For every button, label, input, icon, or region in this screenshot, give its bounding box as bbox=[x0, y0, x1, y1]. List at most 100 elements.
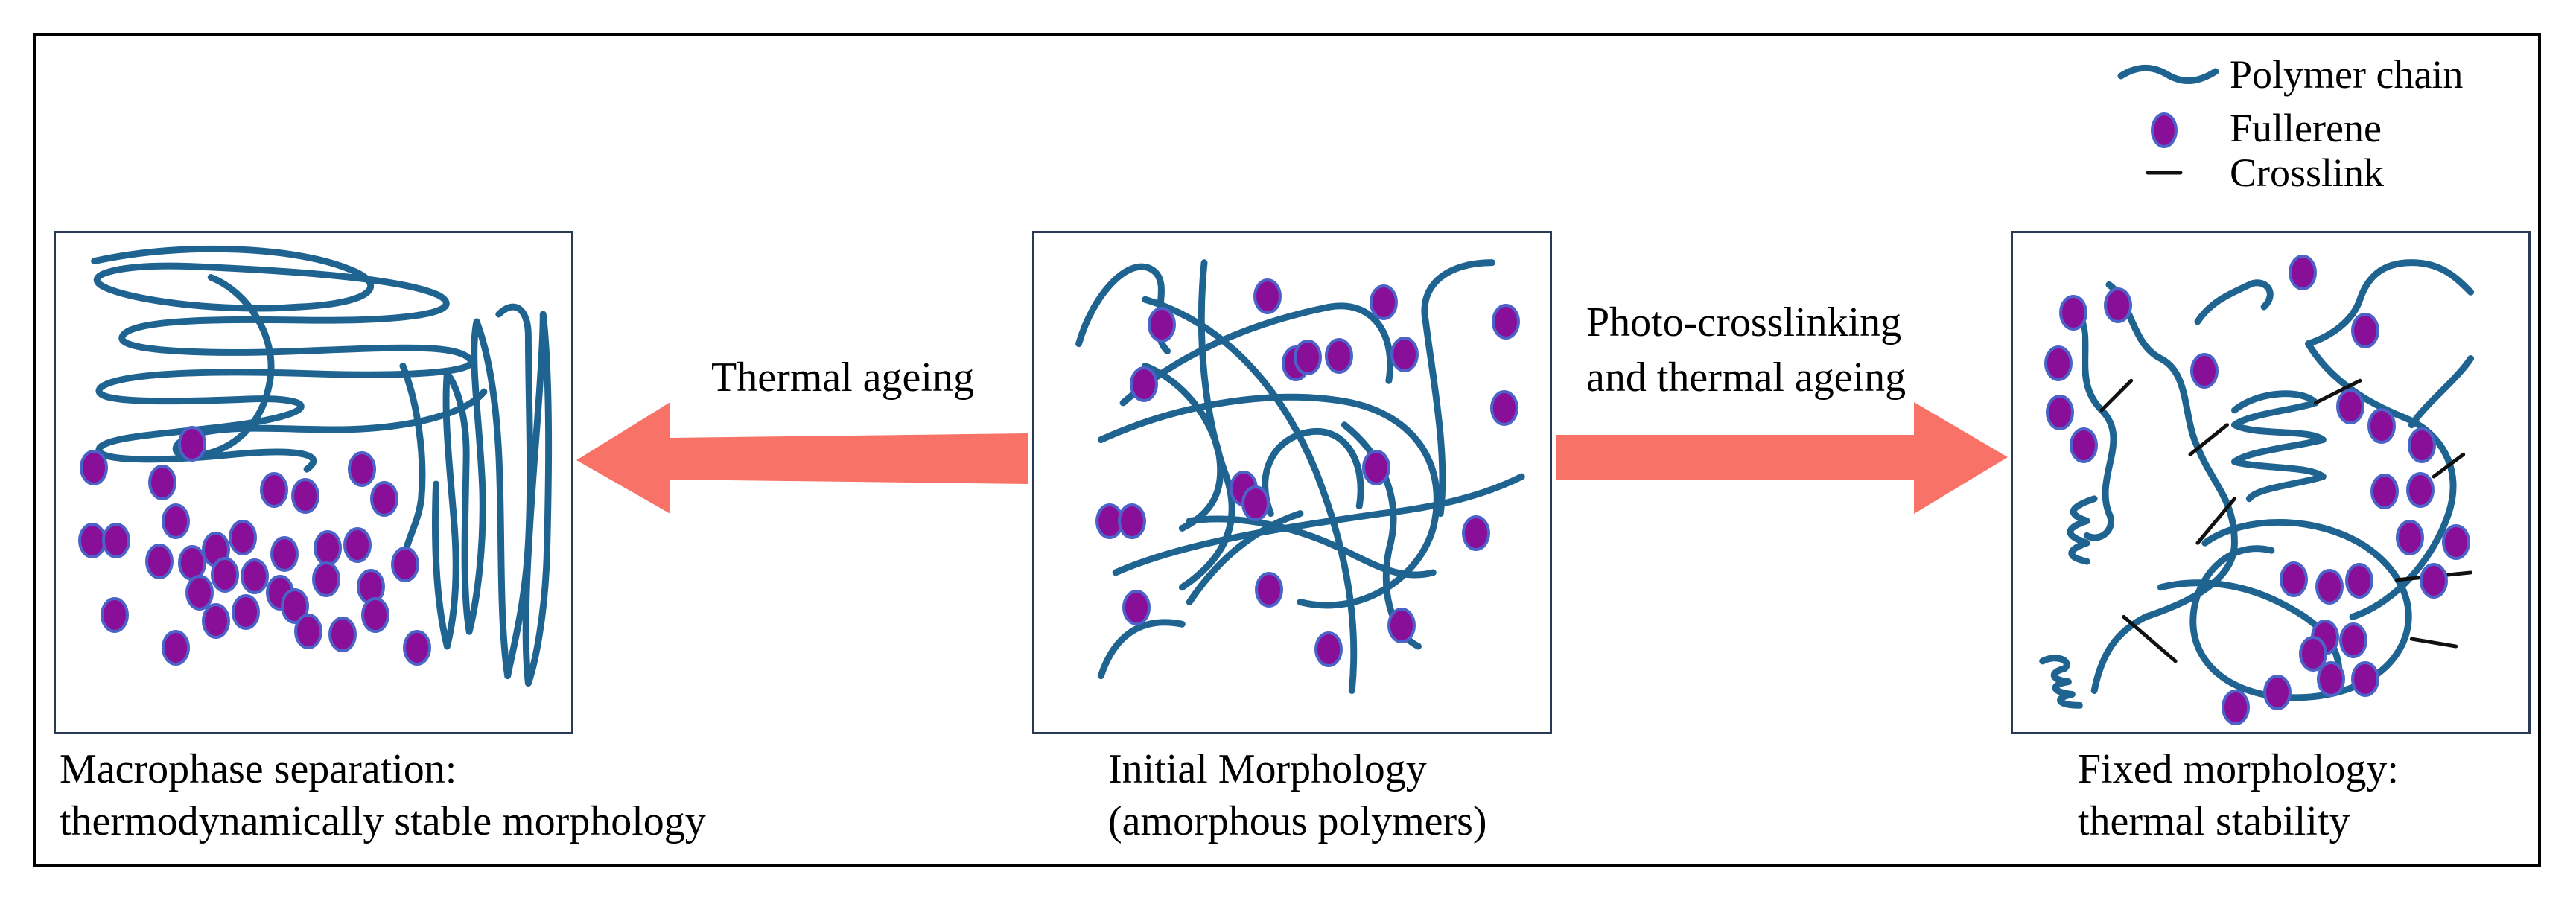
fullerene-dot bbox=[391, 547, 419, 582]
fullerene-dot bbox=[148, 465, 176, 500]
fullerene-dot bbox=[1122, 590, 1151, 625]
fullerene-dot bbox=[1462, 515, 1490, 551]
fullerene-dot bbox=[260, 472, 288, 508]
polymer-chain bbox=[172, 274, 488, 459]
fullerene-dot bbox=[2299, 636, 2327, 672]
polymer-chain bbox=[1262, 427, 1364, 518]
left-caption-line1: Macrophase separation: bbox=[60, 746, 457, 792]
crosslink bbox=[2188, 423, 2230, 456]
macrophase-morphology-drawing bbox=[91, 245, 553, 687]
fullerene-dot bbox=[2408, 427, 2436, 463]
fullerene-dot bbox=[2104, 287, 2132, 323]
polymer-chain bbox=[1119, 302, 1394, 407]
fullerene-dot bbox=[2222, 690, 2250, 725]
polymer-chain bbox=[2076, 311, 2117, 541]
right-caption-line2: thermal stability bbox=[2078, 798, 2350, 844]
fullerene-dot bbox=[2263, 675, 2292, 710]
polymer-chain bbox=[1186, 515, 1437, 579]
fullerene-dot bbox=[2289, 255, 2317, 290]
left-caption-line2: thermodynamically stable morphology bbox=[60, 798, 706, 844]
fullerene-dot bbox=[2396, 520, 2424, 555]
fullerene-dot bbox=[185, 575, 214, 611]
fullerene-dot bbox=[211, 557, 239, 593]
fullerene-dot bbox=[1148, 307, 1176, 343]
fullerene-dot bbox=[2046, 395, 2074, 430]
fullerene-dot bbox=[1490, 390, 1518, 426]
polymer-chain bbox=[399, 362, 426, 576]
left-arrow bbox=[576, 402, 1028, 514]
fullerene-dot bbox=[145, 544, 174, 579]
fullerene-dot bbox=[2190, 353, 2219, 389]
polymer-chain bbox=[2067, 495, 2098, 565]
crosslink bbox=[2195, 497, 2236, 545]
center-caption-line2: (amorphous polymers) bbox=[1108, 798, 1487, 844]
fullerene-dot bbox=[370, 481, 398, 517]
fullerene-dot bbox=[1370, 284, 1398, 320]
fullerene-dot bbox=[2442, 524, 2470, 560]
legend-polymer-chain-icon bbox=[2117, 64, 2219, 85]
fullerene-dot bbox=[162, 503, 190, 539]
polymer-chain bbox=[2305, 259, 2475, 348]
fullerene-dot bbox=[80, 450, 108, 485]
polymer-chain bbox=[2157, 579, 2343, 694]
figure-frame bbox=[33, 33, 2541, 867]
fullerene-dot bbox=[2345, 563, 2373, 599]
fullerene-dot bbox=[2315, 569, 2344, 605]
fullerene-dot bbox=[241, 558, 269, 594]
right-arrow-label-line1: Photo-crosslinking bbox=[1586, 299, 1902, 345]
legend-fullerene-icon bbox=[2151, 112, 2178, 148]
fullerene-dot bbox=[403, 630, 431, 666]
fullerene-dot bbox=[2280, 561, 2308, 597]
polymer-chain bbox=[1097, 619, 1186, 680]
fullerene-dot bbox=[1390, 337, 1419, 372]
fullerene-dot bbox=[1253, 278, 1282, 314]
fullerene-dot bbox=[2070, 427, 2098, 463]
center-caption-line1: Initial Morphology bbox=[1108, 746, 1427, 792]
polymer-chain bbox=[2408, 355, 2475, 429]
polymer-chain bbox=[2039, 655, 2083, 709]
fullerene-dot bbox=[229, 520, 257, 555]
fullerene-dot bbox=[232, 594, 260, 630]
polymer-chain bbox=[1186, 510, 1304, 606]
fullerene-dot bbox=[101, 597, 129, 633]
fullerene-dot bbox=[178, 426, 206, 462]
fullerene-dot bbox=[1294, 340, 1322, 375]
fullerene-dot bbox=[1118, 503, 1146, 539]
fullerene-dot bbox=[2339, 622, 2367, 658]
crosslink bbox=[2122, 614, 2178, 663]
fullerene-dot bbox=[270, 536, 299, 572]
crosslink bbox=[2099, 378, 2134, 413]
fullerene-dot bbox=[1130, 366, 1158, 402]
crosslink bbox=[2409, 637, 2458, 649]
fullerene-dot bbox=[294, 614, 322, 649]
fullerene-dot bbox=[1362, 450, 1390, 485]
fullerene-dot bbox=[2044, 345, 2073, 381]
fullerene-dot bbox=[1255, 572, 1283, 608]
fullerene-dot bbox=[291, 478, 319, 514]
fullerene-dot bbox=[343, 527, 372, 563]
fullerene-dot bbox=[328, 617, 357, 652]
fullerene-dot bbox=[2351, 313, 2379, 348]
fullerene-dot bbox=[2370, 474, 2399, 509]
right-arrow bbox=[1556, 402, 2008, 514]
fullerene-dot bbox=[361, 597, 389, 633]
fullerene-dot bbox=[2317, 661, 2345, 697]
polymer-chain bbox=[1112, 473, 1525, 576]
polymer-chain bbox=[1142, 362, 1224, 532]
fullerene-dot bbox=[2406, 472, 2435, 508]
right-arrow-label-line2: and thermal ageing bbox=[1586, 354, 1906, 401]
right-caption-line1: Fixed morphology: bbox=[2078, 746, 2399, 792]
panel-initial-morphology bbox=[1032, 231, 1552, 734]
fullerene-dot bbox=[281, 588, 309, 624]
fullerene-dot bbox=[162, 630, 190, 666]
polymer-chain bbox=[1142, 296, 1358, 694]
legend-crosslink-label: Crosslink bbox=[2230, 150, 2385, 195]
fullerene-dot bbox=[2420, 563, 2448, 599]
fullerene-dot bbox=[102, 523, 130, 558]
polymer-chain bbox=[2090, 281, 2238, 694]
